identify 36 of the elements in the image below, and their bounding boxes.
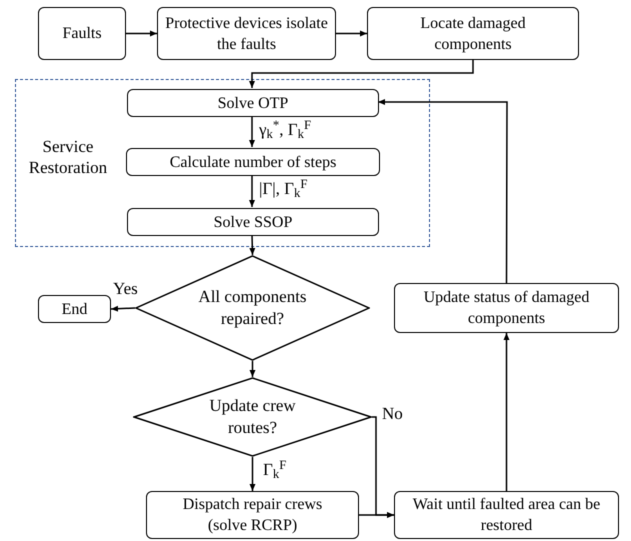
arrow: [504, 333, 510, 491]
process-box: [157, 7, 336, 60]
process-text: Dispatch repair crews (solve RCRP): [182, 495, 324, 536]
arrow: [249, 116, 255, 147]
process-box: [127, 208, 379, 236]
arrow: [336, 30, 367, 36]
arrow: [126, 30, 157, 36]
process-text: End: [60, 300, 88, 320]
process-text: Faults: [61, 24, 103, 44]
decision-text: Update crew routes?: [208, 395, 297, 439]
process-box: [38, 295, 111, 323]
group-heading: Service Restoration: [28, 136, 108, 178]
process-box: [127, 89, 379, 117]
arrow: [359, 512, 394, 518]
process-text: Update status of damaged components: [422, 288, 590, 329]
arrow: [249, 234, 256, 256]
process-text: Locate damaged components: [419, 14, 527, 54]
process-box: [126, 148, 380, 176]
arrow: [249, 60, 474, 88]
process-text: Wait until faulted area can be restored: [412, 495, 602, 536]
process-box: [38, 7, 126, 60]
arrow: [250, 361, 256, 377]
process-box: [394, 491, 619, 539]
arrow: [249, 175, 255, 207]
process-box: [394, 283, 619, 333]
decision-text: All components repaired?: [198, 286, 308, 330]
process-text: Protective devices isolate the faults: [164, 14, 329, 54]
dashed-group-frame: [15, 79, 430, 247]
process-text: Solve SSOP: [212, 212, 294, 232]
arrow: [250, 457, 256, 491]
arrow: [378, 99, 508, 283]
process-box: [146, 491, 359, 539]
arrow: [110, 306, 136, 312]
process-box: [367, 7, 579, 60]
process-text: Solve OTP: [216, 94, 290, 114]
process-text: Calculate number of steps: [168, 152, 338, 172]
